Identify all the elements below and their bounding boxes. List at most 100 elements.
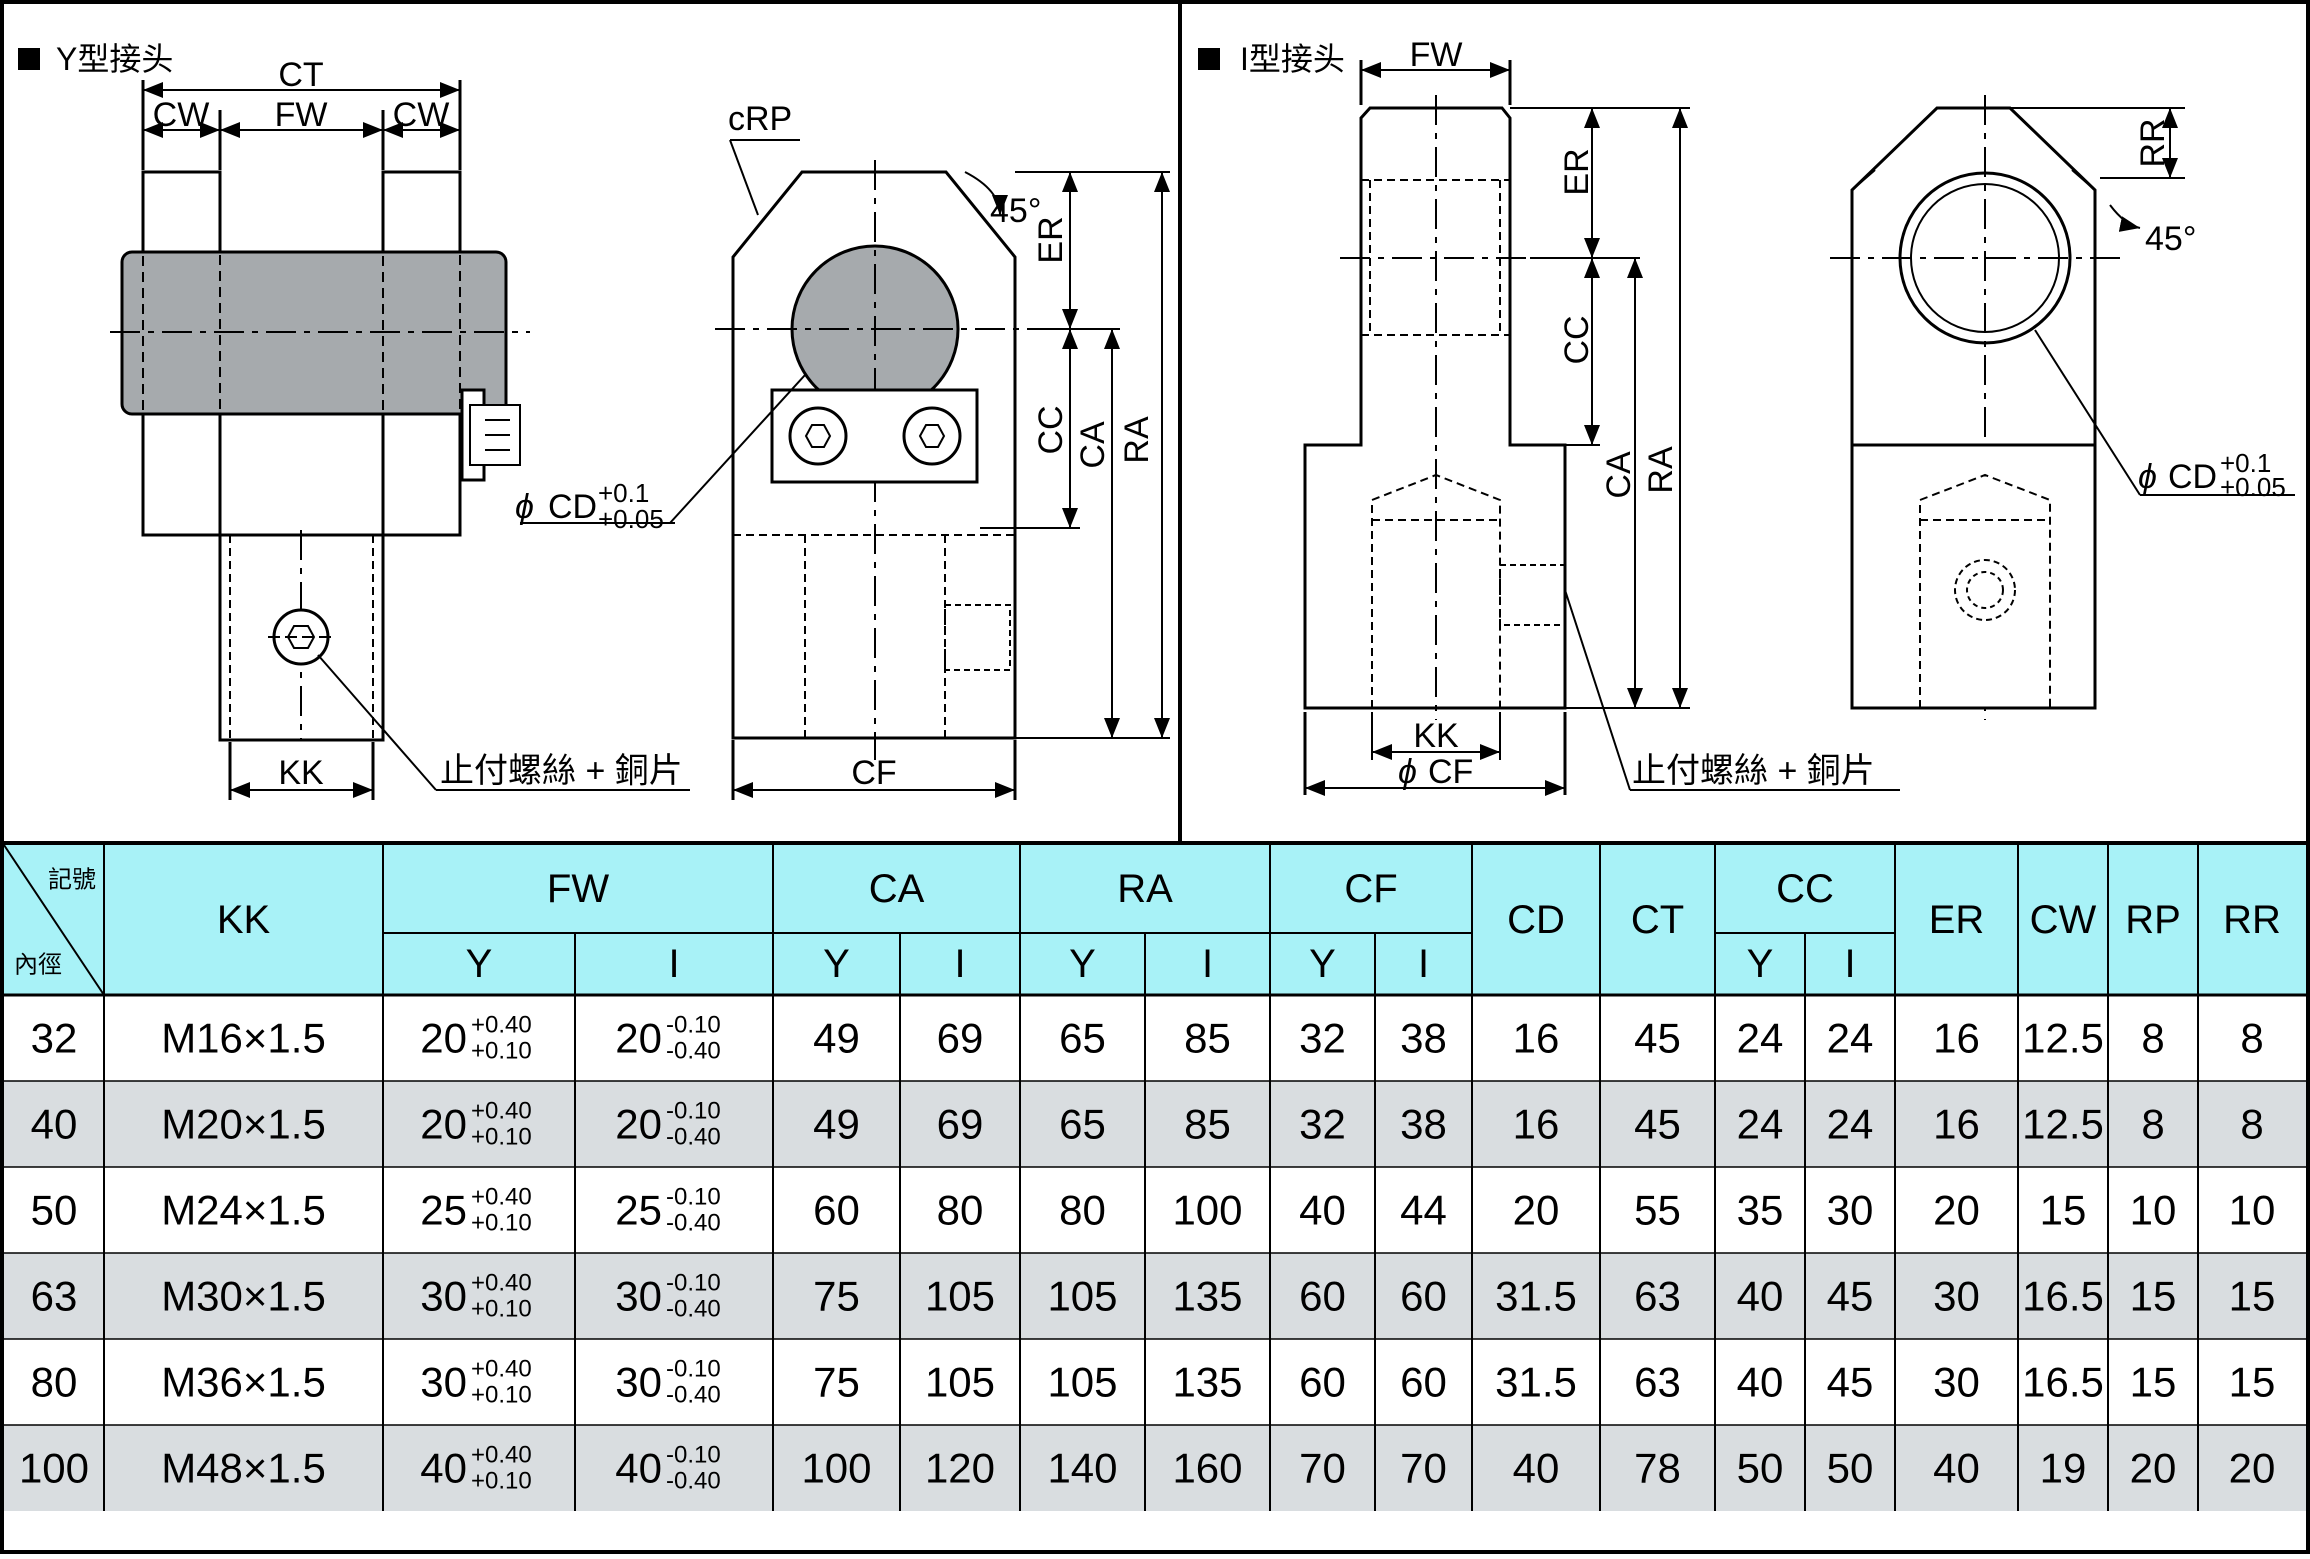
cell-cd: 16: [1513, 1015, 1560, 1062]
cell-ra-i: 85: [1184, 1015, 1231, 1062]
i-angle-label: 45°: [2145, 220, 2196, 258]
cell-fw-base: 20: [615, 1101, 662, 1148]
y-cd-lower: +0.05: [598, 504, 664, 534]
y-screw-note: 止付螺絲 + 銅片: [440, 752, 683, 790]
i-type-title-marker: [1198, 48, 1220, 70]
cell-ra-i: 135: [1172, 1273, 1242, 1320]
i-ra-label: RA: [1642, 446, 1680, 494]
cell-cc-i: 50: [1827, 1445, 1874, 1492]
cell-ct: 78: [1634, 1445, 1681, 1492]
cell-fw-base: 20: [420, 1015, 467, 1062]
cell-fw-upper: -0.10: [666, 1442, 721, 1469]
header-rr: RR: [2223, 898, 2281, 942]
y-ra-label: RA: [1118, 416, 1156, 464]
y-ca-label: CA: [1074, 421, 1112, 469]
cell-rr: 10: [2229, 1187, 2276, 1234]
cell-fw-base: 20: [615, 1015, 662, 1062]
cell-cc-i: 30: [1827, 1187, 1874, 1234]
header-er: ER: [1929, 898, 1985, 942]
table-row-bg: [4, 1081, 2306, 1167]
cell-cw: 16.5: [2022, 1359, 2104, 1406]
cell-fw-base: 20: [420, 1101, 467, 1148]
cell-fw-upper: +0.40: [471, 1270, 532, 1297]
i-cc-label: CC: [1558, 315, 1596, 364]
i-cf-label: CF: [1428, 753, 1473, 791]
cell-bore: 32: [31, 1015, 78, 1062]
y-cd-upper: +0.1: [598, 478, 649, 508]
y-cd-label: CD: [548, 488, 597, 526]
i-type-title: I型接头: [1240, 41, 1345, 77]
cell-ca-y: 100: [801, 1445, 871, 1492]
y-cf-label: CF: [851, 754, 896, 792]
cell-cd: 31.5: [1495, 1359, 1577, 1406]
cell-ca-y: 49: [813, 1101, 860, 1148]
cell-cd: 31.5: [1495, 1273, 1577, 1320]
cell-cf-y: 32: [1299, 1015, 1346, 1062]
cell-cf-i: 70: [1400, 1445, 1447, 1492]
cell-fw-upper: -0.10: [666, 1098, 721, 1125]
cell-cf-y: 70: [1299, 1445, 1346, 1492]
corner-bottom-label: 內徑: [14, 952, 62, 979]
cell-kk: M36×1.5: [161, 1359, 326, 1406]
header-ra: RA: [1117, 867, 1173, 911]
cell-kk: M24×1.5: [161, 1187, 326, 1234]
cell-rp: 10: [2130, 1187, 2177, 1234]
cell-fw-upper: -0.10: [666, 1012, 721, 1039]
cell-ct: 63: [1634, 1273, 1681, 1320]
cell-er: 16: [1933, 1015, 1980, 1062]
cell-bore: 100: [19, 1445, 89, 1492]
cell-fw-upper: -0.10: [666, 1356, 721, 1383]
i-type-drawing: I型接头 FW ER CC CA RA: [1198, 36, 2295, 796]
dim-cw-left-label: CW: [153, 96, 210, 134]
cell-cw: 12.5: [2022, 1101, 2104, 1148]
cell-cf-y: 60: [1299, 1359, 1346, 1406]
cell-cc-i: 24: [1827, 1015, 1874, 1062]
cell-fw-base: 40: [420, 1445, 467, 1492]
cell-cc-y: 40: [1737, 1359, 1784, 1406]
cell-ca-i: 120: [925, 1445, 995, 1492]
cell-ra-i: 100: [1172, 1187, 1242, 1234]
cell-fw-lower: -0.40: [666, 1038, 721, 1065]
y-type-title: Y型接头: [56, 41, 173, 77]
cell-rp: 15: [2130, 1273, 2177, 1320]
cell-fw-lower: -0.40: [666, 1468, 721, 1495]
cell-fw-lower: +0.10: [471, 1468, 532, 1495]
cell-ct: 55: [1634, 1187, 1681, 1234]
cell-fw-lower: +0.10: [471, 1038, 532, 1065]
cell-ra-y: 80: [1059, 1187, 1106, 1234]
cell-ra-y: 65: [1059, 1101, 1106, 1148]
i-screw-note: 止付螺絲 + 銅片: [1632, 752, 1875, 790]
cell-cc-y: 24: [1737, 1015, 1784, 1062]
cell-er: 40: [1933, 1445, 1980, 1492]
cell-ca-i: 105: [925, 1273, 995, 1320]
dim-ct-label: CT: [278, 56, 323, 94]
i-er-label: ER: [1558, 148, 1596, 195]
cell-cd: 20: [1513, 1187, 1560, 1234]
cell-fw-upper: +0.40: [471, 1184, 532, 1211]
cell-bore: 40: [31, 1101, 78, 1148]
cell-bore: 80: [31, 1359, 78, 1406]
i-kk-label: KK: [1413, 717, 1459, 755]
header-ca: CA: [869, 867, 925, 911]
cell-ca-i: 69: [937, 1101, 984, 1148]
cell-rr: 8: [2240, 1015, 2263, 1062]
cell-rr: 15: [2229, 1273, 2276, 1320]
cell-fw-upper: -0.10: [666, 1270, 721, 1297]
header-rp: RP: [2125, 898, 2181, 942]
cell-fw-base: 30: [615, 1273, 662, 1320]
corner-top-label: 記號: [48, 867, 96, 894]
cell-rr: 15: [2229, 1359, 2276, 1406]
y-type-title-marker: [18, 48, 40, 70]
cell-ca-i: 80: [937, 1187, 984, 1234]
header-cf: CF: [1344, 867, 1397, 911]
cell-cc-y: 40: [1737, 1273, 1784, 1320]
cell-ct: 45: [1634, 1101, 1681, 1148]
cell-fw-base: 40: [615, 1445, 662, 1492]
cell-kk: M48×1.5: [161, 1445, 326, 1492]
cell-ra-i: 160: [1172, 1445, 1242, 1492]
subheader-cf-y: Y: [1309, 942, 1336, 986]
cell-fw-lower: +0.10: [471, 1124, 532, 1151]
dim-fw-label: FW: [275, 96, 328, 134]
